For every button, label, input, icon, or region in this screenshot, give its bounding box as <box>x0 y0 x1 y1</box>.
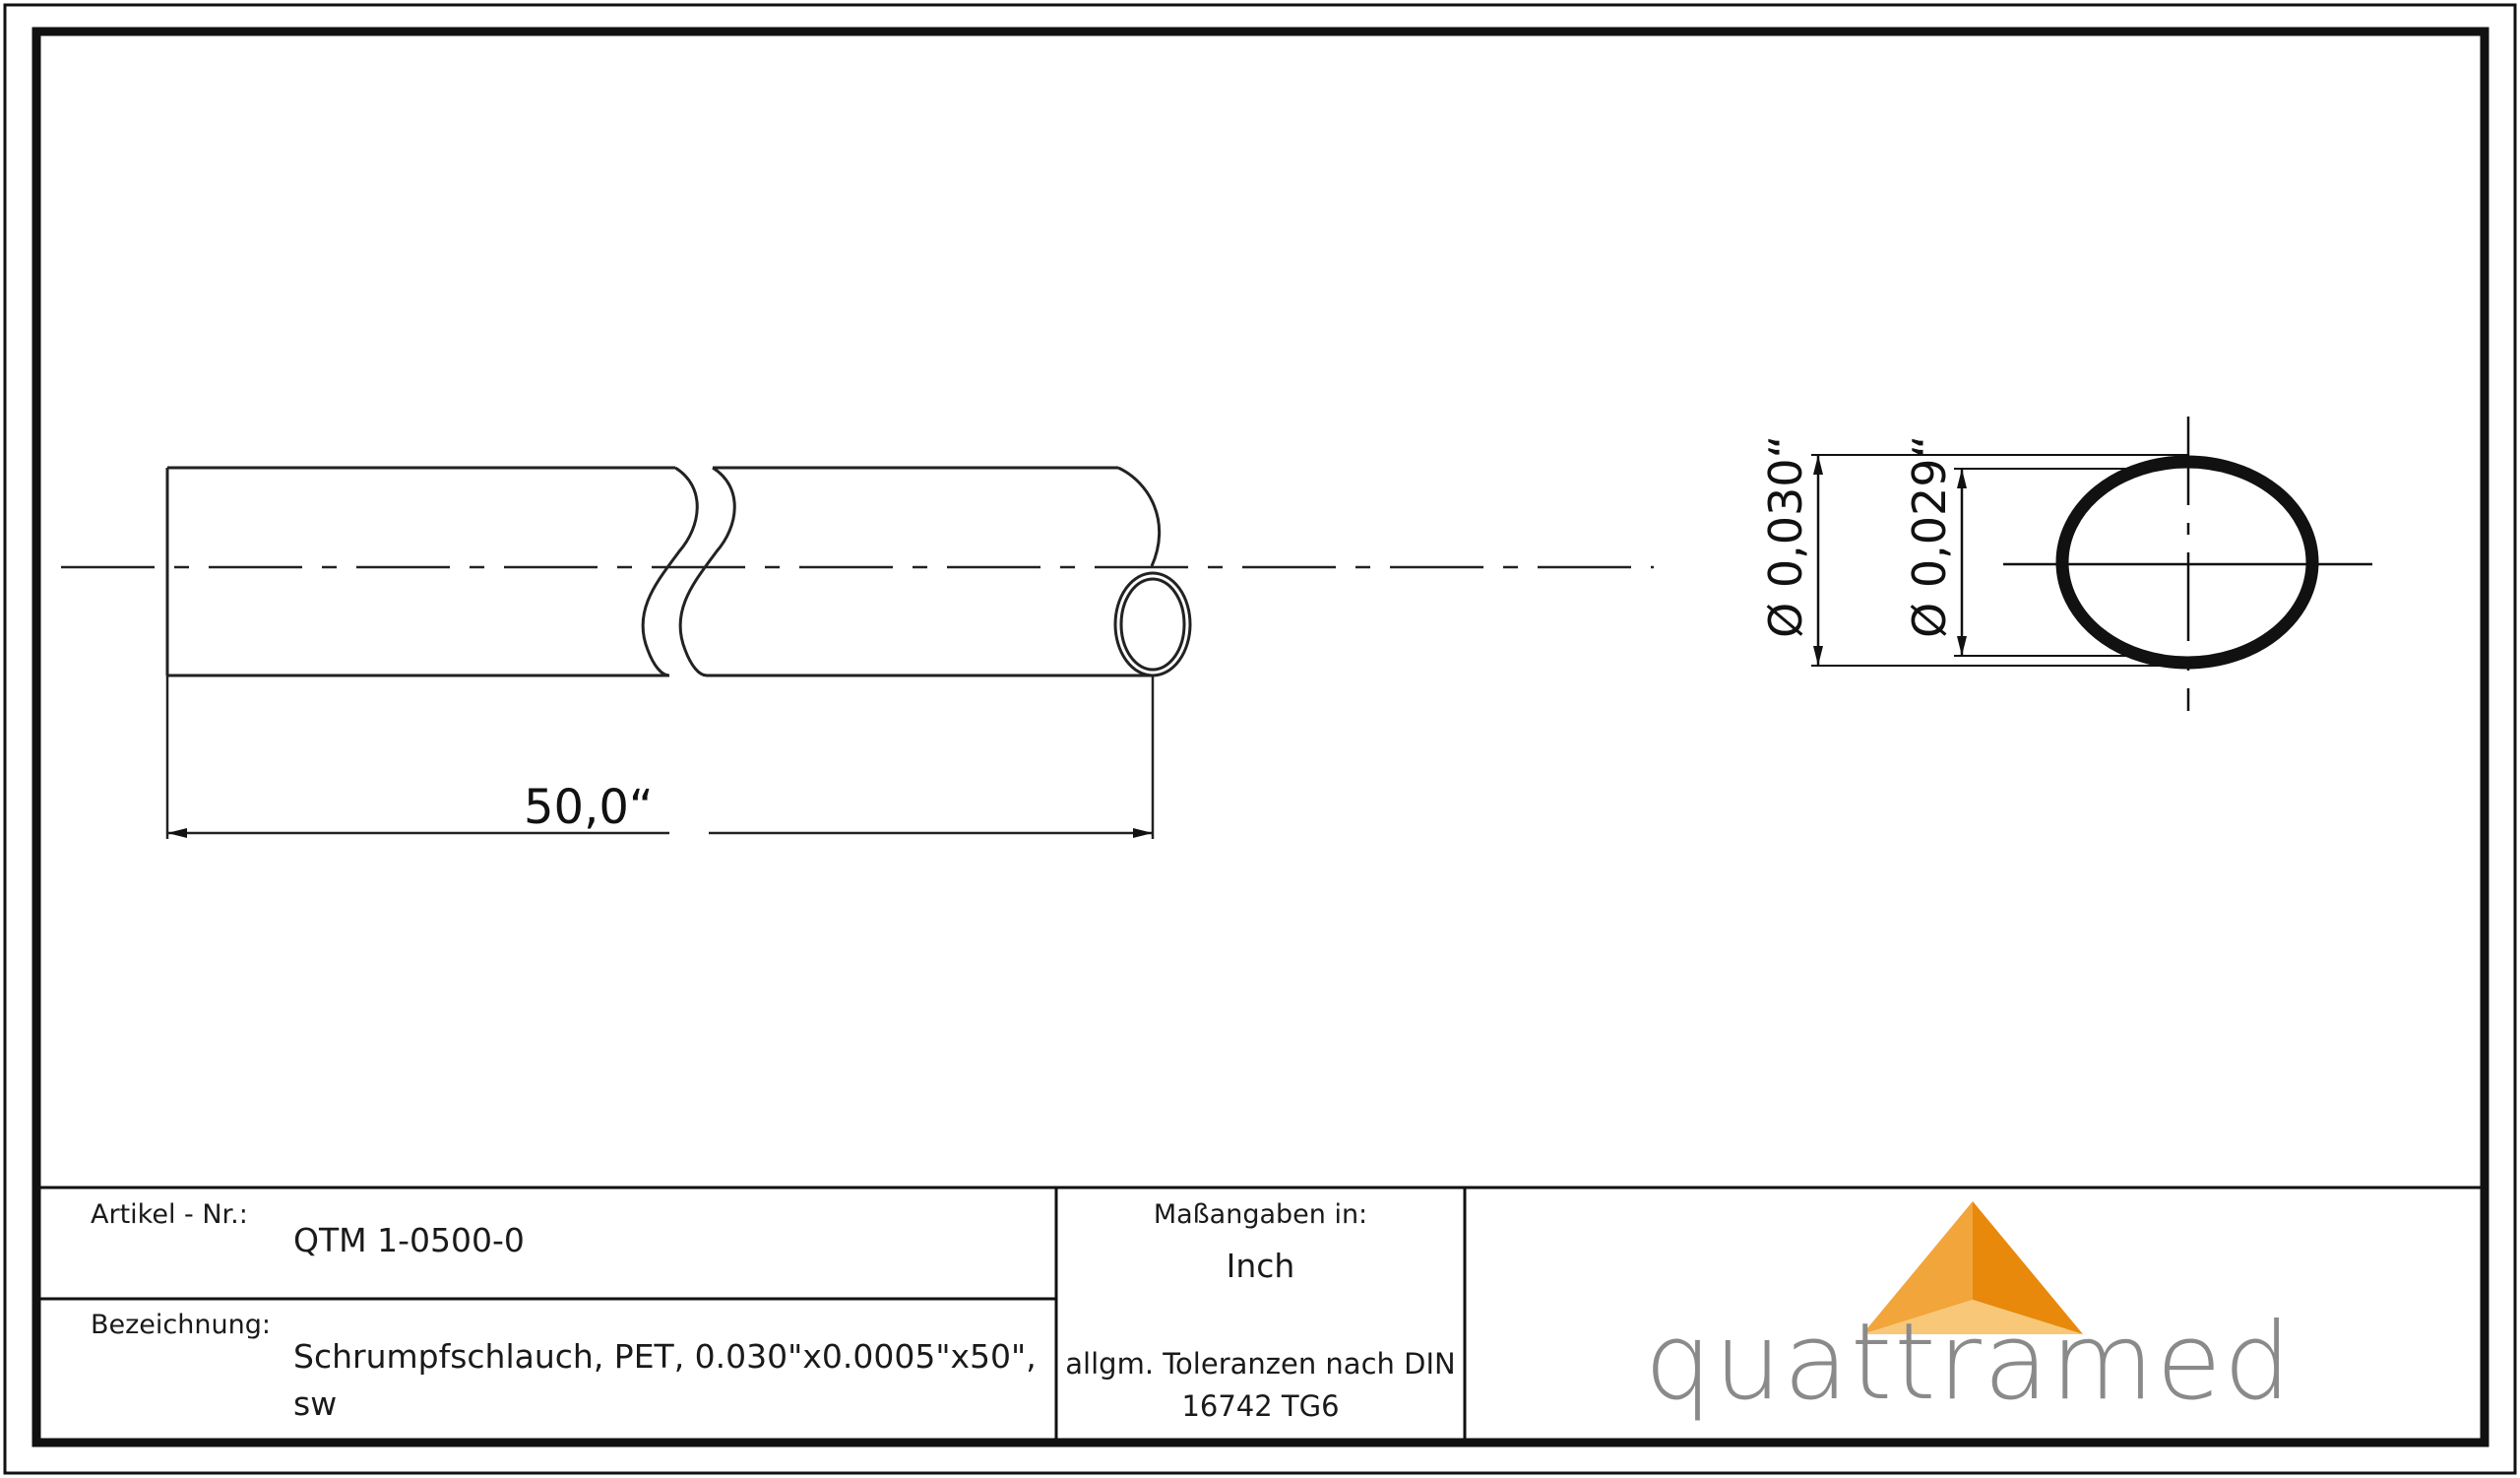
article-number-value: QTM 1-0500-0 <box>293 1221 525 1259</box>
designation-label: Bezeichnung: <box>91 1310 271 1340</box>
designation-value-line2: sw <box>293 1384 338 1423</box>
outer-frame <box>3 3 2517 1475</box>
inner-frame <box>32 27 2489 1447</box>
outer-diameter-label: Ø 0,030“ <box>1759 435 1812 638</box>
tolerance-line1: allgm. Toleranzen nach DIN <box>1065 1347 1456 1381</box>
units-label: Maßangaben in: <box>1153 1199 1368 1230</box>
article-number-label: Artikel - Nr.: <box>91 1199 248 1230</box>
designation-value-line1: Schrumpfschlauch, PET, 0.030"x0.0005"x50… <box>293 1337 1037 1376</box>
company-logo-text: quattramed <box>1644 1301 2294 1424</box>
length-dimension-label: 50,0“ <box>524 780 654 835</box>
tube-cross-section <box>1811 417 2372 711</box>
tube-side-view <box>61 466 1654 839</box>
units-value: Inch <box>1226 1247 1295 1285</box>
inner-diameter-label: Ø 0,029“ <box>1903 435 1956 638</box>
logo-pyramid-icon <box>1862 1201 2083 1334</box>
title-block-grid <box>36 1186 2485 1443</box>
tolerance-line2: 16742 TG6 <box>1181 1389 1340 1423</box>
